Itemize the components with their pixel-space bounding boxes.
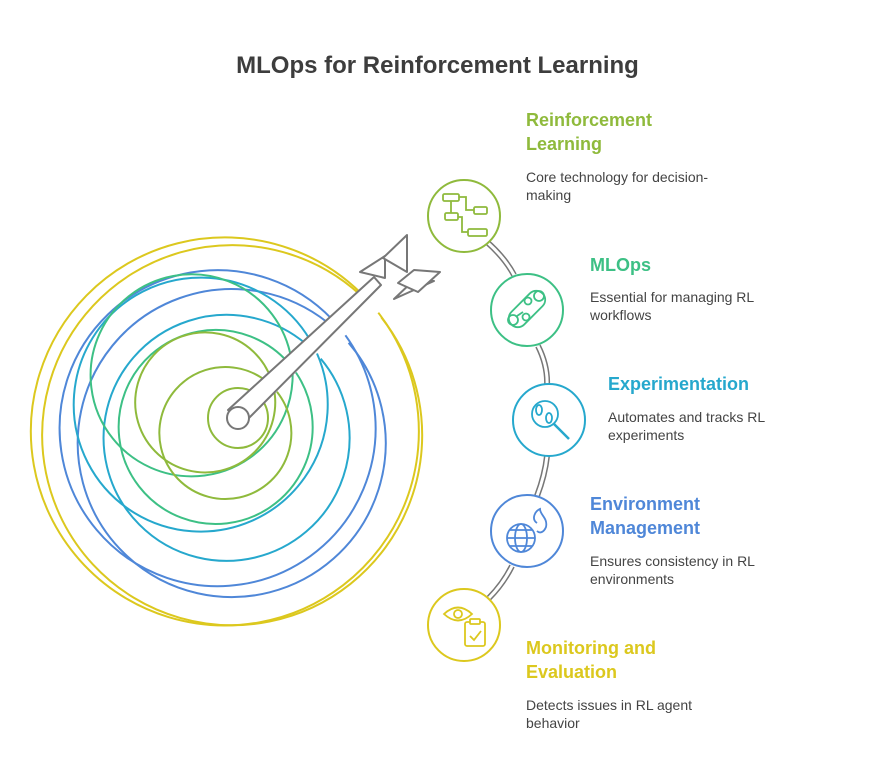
bullseye [207,387,269,449]
node-circle-reinforcement-learning [427,179,501,253]
flowchart-icon [442,193,488,237]
target-ring [41,244,424,627]
item-desc-reinforcement-learning: Core technology for decision- making [526,169,709,203]
arrow [227,234,441,425]
arrow-tip [226,406,250,430]
arrow-fletching [382,234,408,273]
target-ring [158,366,293,501]
item-title-experimentation: Experimentation [608,374,750,394]
target-ring [117,328,314,525]
item-title-reinforcement-learning: Reinforcement Learning [526,110,653,154]
item-title-environment-management: Environment Management [590,494,701,538]
diagram-title: MLOps for Reinforcement Learning [236,52,639,79]
item-title-mlops: MLOps [590,255,651,275]
globe-fire-icon [506,507,548,553]
target-ring [102,313,351,562]
node-circle-mlops [490,273,564,347]
target-ring [72,276,329,533]
item-desc-monitoring-evaluation: Detects issues in RL agent behavior [526,697,693,731]
target-rings [29,236,424,627]
arrow-fletching [359,255,386,279]
target-ring [134,331,277,474]
item-desc-mlops: Essential for managing RL workflows [590,289,755,323]
magnifier-footprints-icon [531,400,570,440]
node-circle-experimentation [512,383,586,457]
target-ring [76,288,387,599]
node-circle-monitoring [427,588,501,662]
arrow-fletching [397,269,441,293]
target-ring [58,269,377,588]
eye-clipboard-icon [442,606,486,647]
target-ring [89,273,294,478]
item-title-monitoring-evaluation: Monitoring and Evaluation [526,638,656,682]
item-desc-environment-management: Ensures consistency in RL environments [590,553,755,587]
workflow-nodes-icon [507,289,547,329]
connector-curve [485,239,551,601]
item-desc-experimentation: Automates and tracks RL experiments [608,409,766,443]
target-ring [29,236,420,627]
